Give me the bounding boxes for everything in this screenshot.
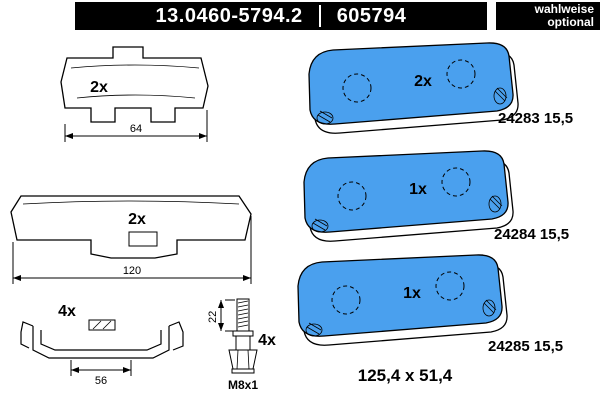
friction-pad-shape xyxy=(297,254,503,337)
blue-pad-2-drawing: 1x xyxy=(303,150,514,242)
wear-indicator-circle xyxy=(435,271,465,301)
blue-pad-3-drawing: 1x xyxy=(297,254,508,346)
dim-arrow xyxy=(65,133,73,139)
dim-arrow xyxy=(243,275,251,281)
pad-small-dimension: 64 xyxy=(130,123,142,135)
pad-large-center-notch xyxy=(128,231,158,247)
clip-outer xyxy=(32,326,170,359)
bolt-quantity: 4x xyxy=(258,332,276,349)
header-bar: 13.0460-5794.2 605794 xyxy=(75,2,487,30)
dim-arrow xyxy=(218,323,224,331)
clip-mark-hatch xyxy=(483,299,497,314)
dim-arrow xyxy=(13,275,21,281)
clip-left-hook xyxy=(20,321,34,349)
clip-mark xyxy=(493,87,507,105)
blue-pad-1-drawing: 2x xyxy=(308,42,519,134)
overall-dimension-label: 125,4 x 51,4 xyxy=(357,366,453,385)
blue-pad-2-part-number: 24284 15,5 xyxy=(494,226,570,243)
bolt-drawing: 22 4x M8x1 xyxy=(207,298,276,392)
clip-mark xyxy=(488,195,502,213)
clip-right-hook xyxy=(168,321,184,351)
optional-line2: optional xyxy=(547,15,594,29)
pad-large-outline-drawing: 2x 120 xyxy=(10,195,252,284)
clip-mark-hatch xyxy=(494,87,508,102)
pad-small-inner-line2 xyxy=(76,94,196,99)
dim-arrow xyxy=(71,367,79,373)
pad-large-dimension: 120 xyxy=(123,265,141,277)
blue-pad-3-part-number: 24285 15,5 xyxy=(488,338,564,355)
reference-number: 605794 xyxy=(336,4,407,27)
blue-pad-2-quantity: 1x xyxy=(409,181,427,198)
clip-center-tab xyxy=(88,319,116,331)
friction-pad-shape xyxy=(308,42,514,125)
clip-mark-hatch xyxy=(306,322,322,335)
bolt-neck xyxy=(235,335,251,351)
clip-mark-hatch xyxy=(312,218,328,231)
dim-arrow xyxy=(218,300,224,308)
pad-small-quantity: 2x xyxy=(90,79,108,96)
blue-pad-1-quantity: 2x xyxy=(414,73,432,90)
clip-mark xyxy=(482,299,496,317)
clip-mark xyxy=(305,323,323,337)
optional-badge: wahlweise optional xyxy=(496,2,600,30)
clip-mark xyxy=(311,219,329,233)
bolt-length-dimension: 22 xyxy=(207,311,219,323)
bolt-hex-lines xyxy=(236,349,250,370)
blue-pad-1-part-number: 24283 15,5 xyxy=(498,110,574,127)
optional-line1: wahlweise xyxy=(534,2,594,16)
pad-large-quantity: 2x xyxy=(128,211,146,228)
wear-indicator-circle xyxy=(337,181,367,211)
friction-pad-shape xyxy=(303,150,509,233)
dim-arrow xyxy=(199,133,207,139)
blue-pad-3-quantity: 1x xyxy=(403,285,421,302)
clip-quantity: 4x xyxy=(58,303,76,320)
dim-arrow xyxy=(123,367,131,373)
bolt-collar xyxy=(232,330,254,337)
pad-small-shape xyxy=(60,46,209,123)
bolt-flange xyxy=(231,368,255,374)
wear-indicator-circle xyxy=(446,59,476,89)
clip-inner xyxy=(40,330,162,351)
pad-small-outline-drawing: 2x 64 xyxy=(60,46,209,142)
wear-indicator-circle xyxy=(441,167,471,197)
pad-large-shape xyxy=(10,195,252,259)
wear-indicator-circle xyxy=(342,73,372,103)
clip-hatch xyxy=(92,320,112,330)
clip-mark-hatch xyxy=(317,110,333,123)
clip-mark xyxy=(316,111,334,125)
pad-large-inner-line xyxy=(22,200,240,205)
header-divider xyxy=(318,5,321,27)
wear-indicator-circle xyxy=(331,285,361,315)
spring-clip-drawing: 4x 56 xyxy=(20,303,184,387)
catalog-number: 13.0460-5794.2 xyxy=(155,4,303,27)
bolt-threads xyxy=(237,300,249,328)
pad-small-inner-line xyxy=(70,64,200,69)
clip-mark-hatch xyxy=(489,195,503,210)
clip-dimension: 56 xyxy=(95,375,107,387)
bolt-hex-head xyxy=(228,349,258,370)
bolt-thread-label: M8x1 xyxy=(228,378,258,392)
